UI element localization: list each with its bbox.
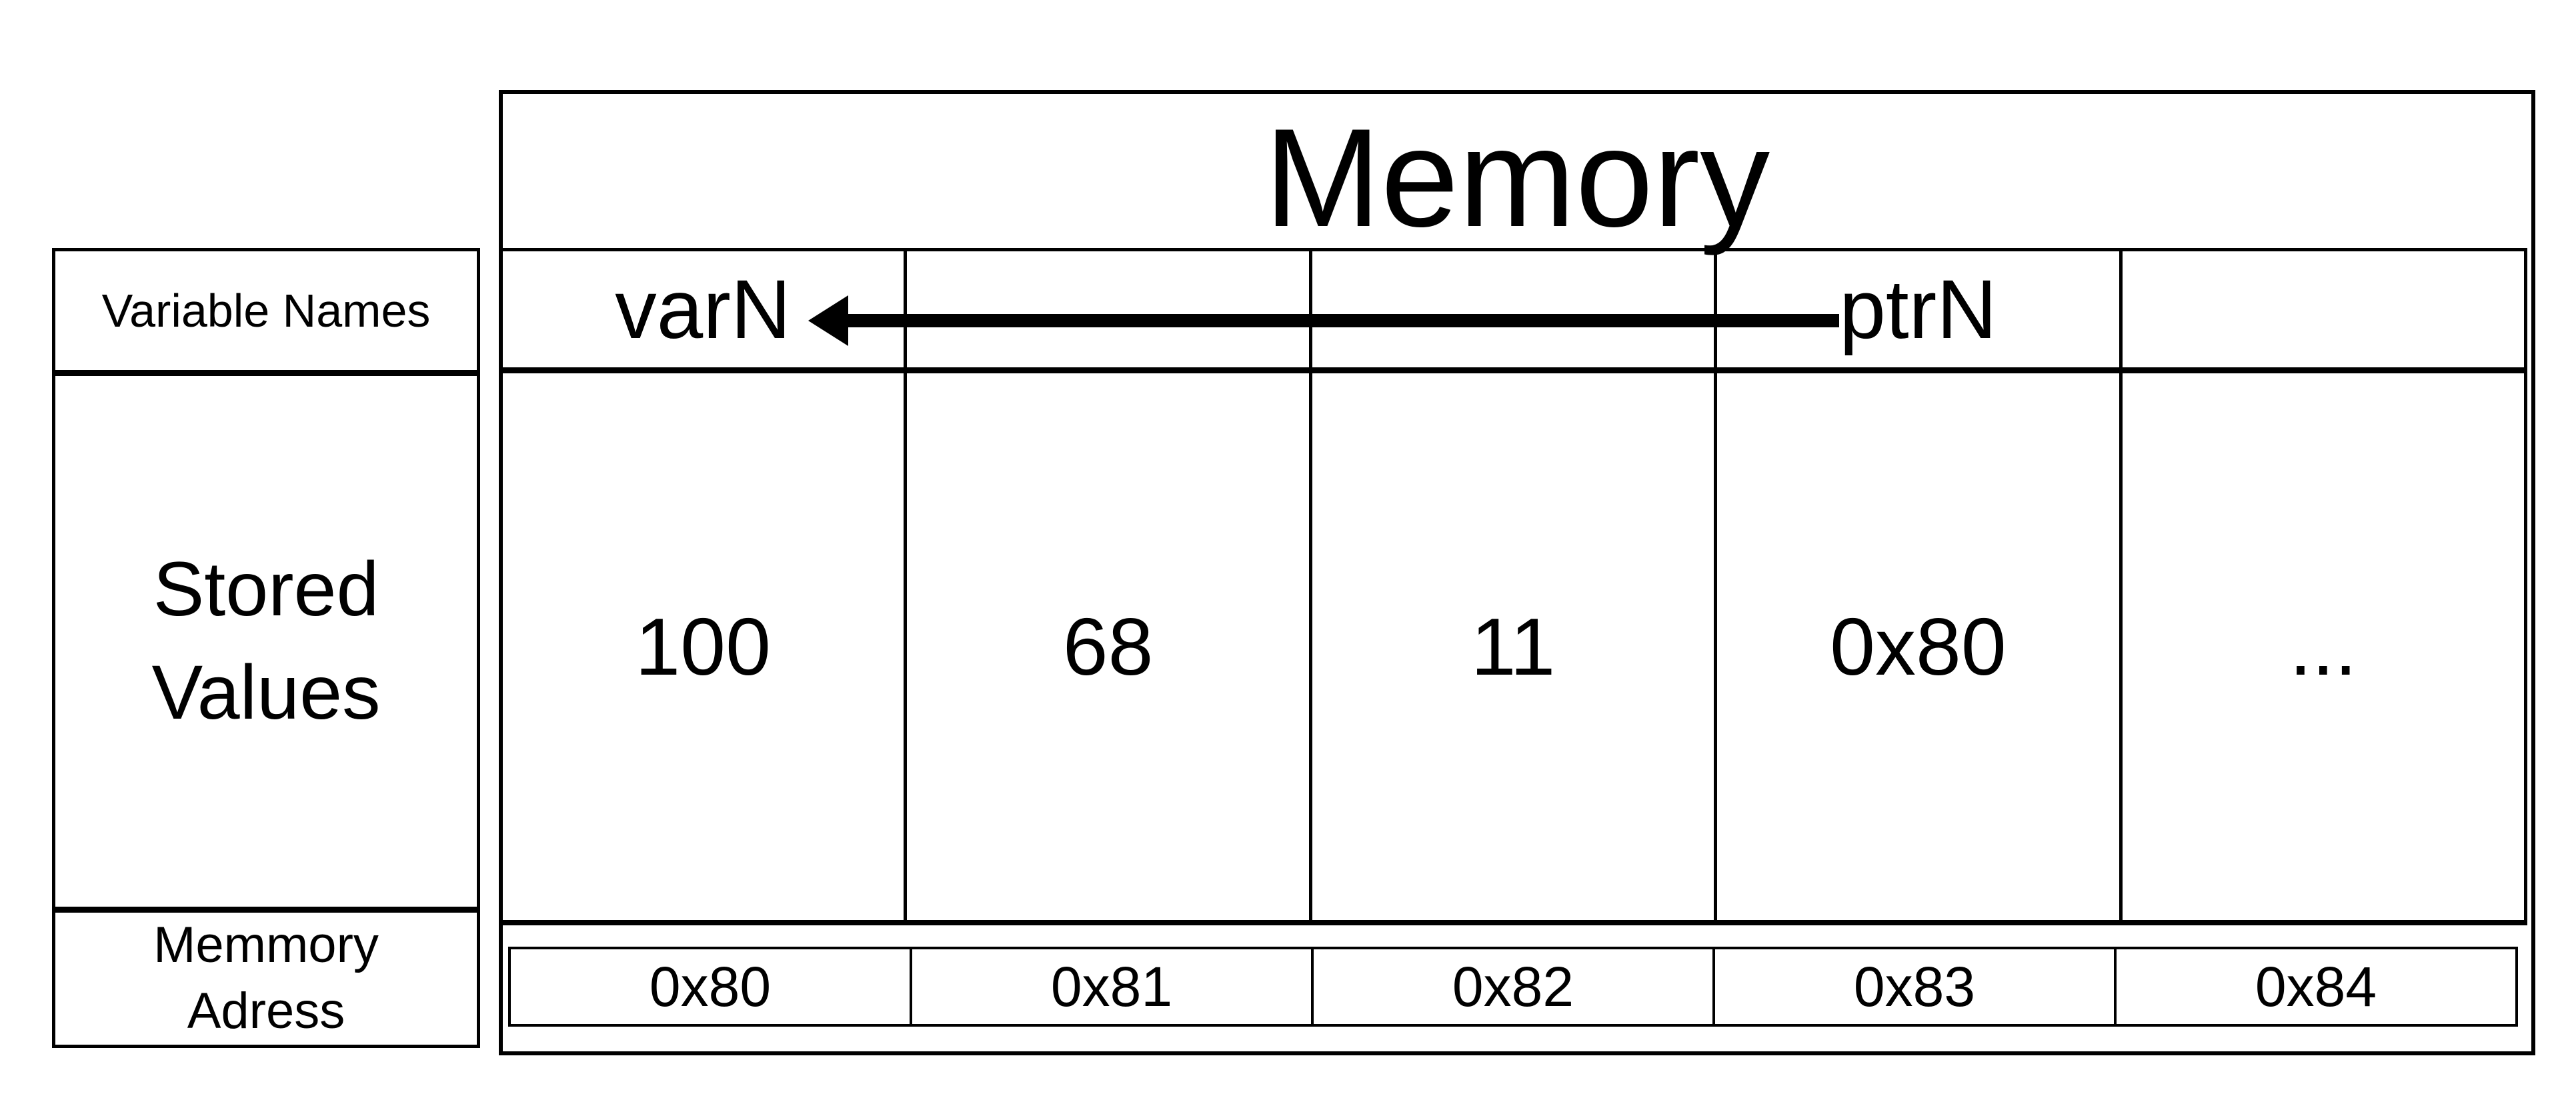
value-cell-4: ... [2119, 373, 2524, 920]
stored-values-row: 100 68 11 0x80 ... [499, 373, 2527, 925]
address-cell-4: 0x84 [2114, 949, 2515, 1024]
address-cell-0: 0x80 [649, 955, 772, 1018]
row-label-variable-names: Variable Names [55, 251, 477, 376]
memory-title: Memory [1264, 99, 1770, 256]
memory-address-strip: 0x80 0x81 0x82 0x83 0x84 [508, 947, 2518, 1027]
stored-values-label-line1: Stored [153, 546, 379, 632]
address-cell-2: 0x82 [1311, 949, 1712, 1024]
row-label-column: Variable Names Stored Values Memmory Adr… [52, 248, 480, 1048]
value-cell-3: 0x80 [1714, 373, 2119, 920]
value-cell-2: 11 [1308, 373, 1714, 920]
row-label-memory-address: Memmory Adress [55, 913, 477, 1045]
variable-names-label: Variable Names [101, 284, 431, 337]
name-cell-4 [2119, 251, 2524, 367]
memory-address-label-line2: Adress [187, 983, 345, 1040]
variable-names-row: varN ptrN [499, 248, 2527, 373]
stored-values-label-line2: Values [151, 650, 381, 735]
name-cell-1 [904, 251, 1308, 367]
row-label-stored-values: Stored Values [55, 376, 477, 913]
address-cell-3: 0x83 [1712, 949, 2114, 1024]
name-cell-0: varN [615, 263, 792, 356]
pointer-arrow-line [846, 314, 1839, 327]
pointer-arrow-head-icon [808, 295, 848, 346]
value-cell-0: 100 [635, 601, 771, 692]
address-cell-1: 0x81 [910, 949, 1311, 1024]
name-cell-2 [1308, 251, 1714, 367]
value-cell-1: 68 [904, 373, 1308, 920]
name-cell-3: ptrN [1714, 251, 2119, 367]
memory-address-label-line1: Memmory [153, 917, 379, 974]
